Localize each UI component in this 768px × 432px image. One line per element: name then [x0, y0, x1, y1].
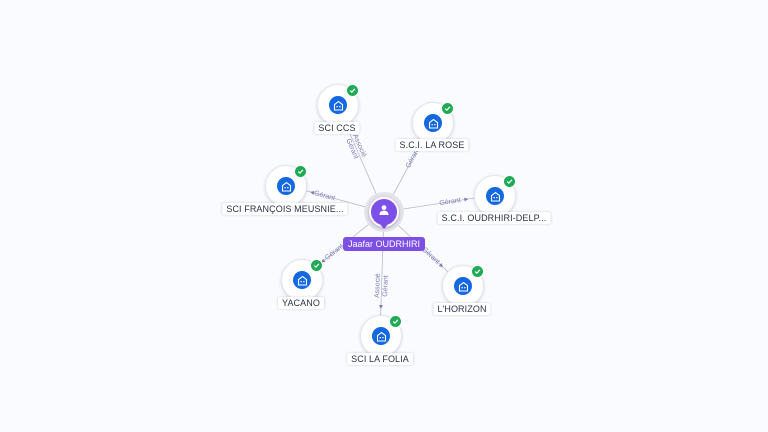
company-node[interactable] [412, 102, 454, 144]
company-node[interactable] [281, 259, 323, 301]
company-node[interactable] [442, 265, 484, 307]
company-node[interactable] [360, 315, 402, 357]
verified-check-icon [441, 102, 454, 115]
edge-arrowhead [438, 263, 444, 268]
edge-arrowhead [378, 304, 383, 310]
company-label[interactable]: SCI CCS [314, 122, 360, 134]
company-node[interactable] [265, 165, 307, 207]
company-label[interactable]: YACANO [278, 297, 324, 309]
verified-check-icon [310, 259, 323, 272]
company-label[interactable]: SCI FRANÇOIS MEUSNIE... [222, 203, 348, 215]
company-label[interactable]: S.C.I. LA ROSE [395, 139, 469, 151]
user-icon [378, 203, 390, 221]
building-icon [372, 327, 390, 345]
edge-role-label: Gérant [439, 197, 461, 207]
edge-arrowhead [464, 197, 469, 202]
building-icon [277, 177, 295, 195]
verified-check-icon [294, 165, 307, 178]
company-label[interactable]: S.C.I. OUDRHIRI-DELP... [437, 212, 551, 224]
verified-check-icon [346, 84, 359, 97]
person-name-label[interactable]: Jaafar OUDRHIRI [342, 237, 426, 251]
verified-check-icon [503, 175, 516, 188]
building-icon [424, 114, 442, 132]
verified-check-icon [471, 265, 484, 278]
edge-arrowhead [310, 190, 315, 195]
person-node-pointer [379, 223, 389, 229]
company-label[interactable]: L'HORIZON [433, 303, 491, 315]
relationship-edge [379, 211, 385, 336]
company-node[interactable] [474, 175, 516, 217]
building-icon [329, 96, 347, 114]
verified-check-icon [389, 315, 402, 328]
company-node[interactable] [317, 84, 359, 126]
building-icon [293, 271, 311, 289]
building-icon [486, 187, 504, 205]
edge-role-label: Gérant [382, 275, 390, 297]
edge-role-label: Associé [374, 273, 382, 298]
company-label[interactable]: SCI LA FOLIA [347, 353, 413, 365]
building-icon [454, 277, 472, 295]
